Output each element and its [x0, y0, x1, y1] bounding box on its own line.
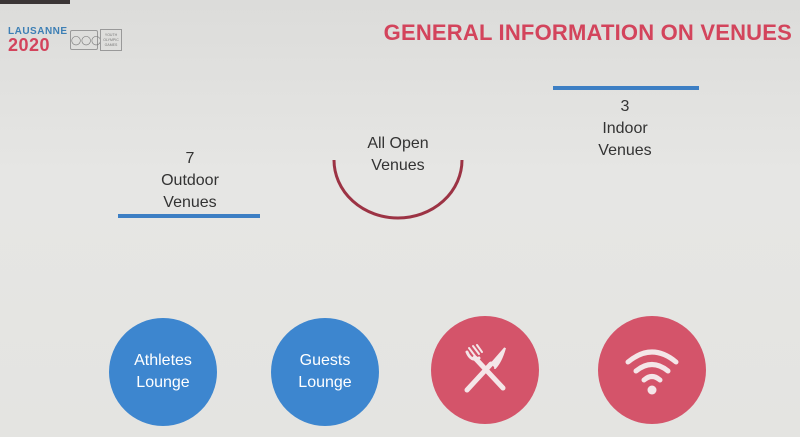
open-label: All Open	[367, 135, 429, 152]
wifi-circle	[598, 316, 706, 424]
indoor-count: 3	[620, 98, 630, 115]
logo-word: LAUSANNE	[8, 26, 68, 37]
logo-tag: YOUTH OLYMPIC GAMES	[100, 29, 122, 51]
athletes-label-2: Lounge	[136, 374, 190, 391]
outdoor-label-2: Venues	[163, 194, 217, 211]
lausanne-2020-logo: LAUSANNE 2020 ◯◯◯ YOUTH OLYMPIC GAMES	[8, 26, 148, 56]
indoor-bar	[553, 86, 699, 90]
wifi-icon	[625, 349, 679, 395]
outdoor-venues-stat: 7 Outdoor Venues	[130, 148, 250, 214]
athletes-lounge-circle: Athletes Lounge	[109, 318, 217, 426]
dining-circle	[431, 316, 539, 424]
open-arc	[332, 159, 464, 220]
athletes-label: Athletes	[134, 352, 192, 369]
slide-title: GENERAL INFORMATION ON VENUES	[383, 20, 792, 45]
guests-lounge-circle: Guests Lounge	[271, 318, 379, 426]
olympic-rings-icon: ◯◯◯	[70, 30, 101, 50]
outdoor-count: 7	[185, 150, 195, 167]
photo-border	[0, 0, 70, 4]
outdoor-bar	[118, 214, 260, 218]
indoor-label: Indoor	[602, 120, 648, 137]
fork-knife-icon	[464, 344, 506, 393]
all-open-venues-stat: All Open Venues	[338, 133, 458, 177]
logo-year: 2020	[8, 35, 51, 55]
indoor-venues-stat: 3 Indoor Venues	[565, 96, 685, 162]
guests-label-2: Lounge	[298, 374, 352, 391]
indoor-label-2: Venues	[598, 142, 652, 159]
outdoor-label: Outdoor	[161, 172, 219, 189]
open-label-2: Venues	[371, 157, 425, 174]
guests-label: Guests	[299, 352, 351, 369]
